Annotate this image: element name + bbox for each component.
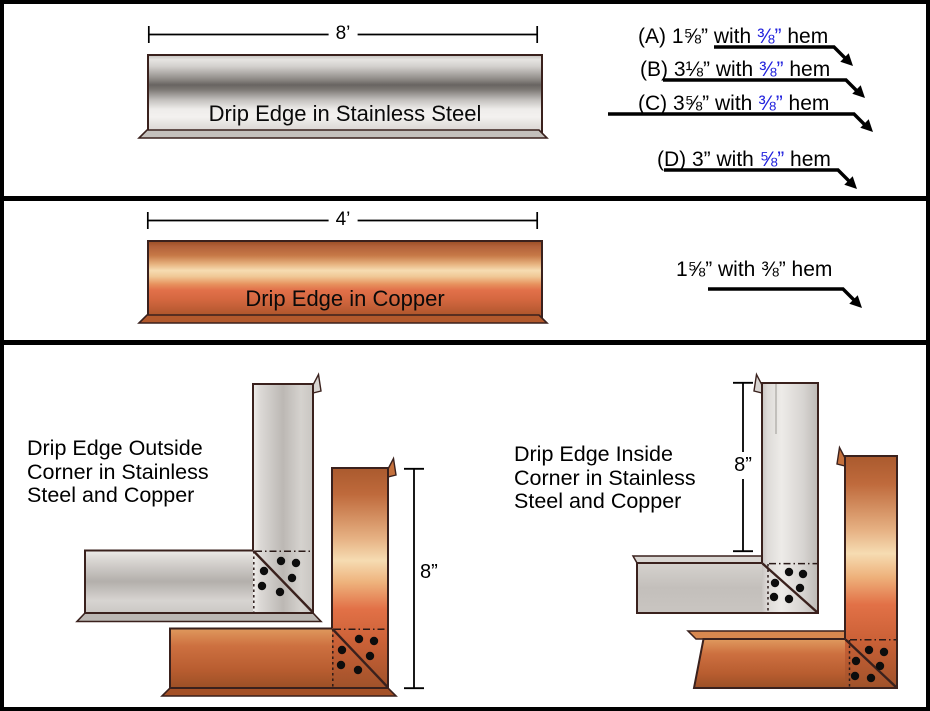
rivet-dots — [257, 556, 301, 597]
option-a-hem-fraction: ⅜” — [757, 25, 782, 48]
caption-line: Drip Edge Inside — [514, 442, 673, 466]
profile-line-b — [663, 78, 865, 98]
profile-line-c — [608, 112, 873, 132]
caption-line: Corner in Stainless — [27, 459, 209, 484]
section-divider-1 — [0, 196, 930, 201]
dimension-line-8in-outside — [404, 467, 424, 690]
option-a-label: (A) 1⅝” with ⅜” hem — [638, 25, 828, 49]
option-d-suffix: hem — [784, 148, 831, 171]
profile-line-a — [714, 45, 853, 66]
outside-corner-caption: Drip Edge Outside Corner in Stainless St… — [27, 436, 209, 508]
steel-bar-label: Drip Edge in Stainless Steel — [208, 101, 482, 126]
profile-line-d — [664, 168, 857, 189]
inside-corner-steel — [631, 372, 819, 614]
copper-bar-hem-lip — [137, 314, 549, 324]
inside-corner-caption: Drip Edge Inside Corner in Stainless Ste… — [514, 442, 696, 514]
rivet-dots — [850, 645, 889, 683]
option-d-size: (D) 3” with — [657, 148, 760, 171]
option-d-hem-fraction: ⅝” — [759, 148, 785, 171]
steel-bar-hem-lip — [137, 129, 549, 139]
dimension-label-4ft: 4’ — [328, 209, 358, 231]
dimension-label-8ft: 8’ — [328, 23, 358, 45]
option-b-suffix: hem — [783, 58, 831, 81]
outside-corner-copper — [160, 456, 398, 697]
option-c-size: (C) 3⅝” with — [638, 92, 759, 115]
option-c-hem-fraction: ⅜” — [758, 92, 783, 115]
profile-line-copper-hem — [708, 287, 862, 308]
rivet-dots — [769, 567, 808, 604]
option-a-size: (A) 1⅝” with — [638, 25, 758, 48]
option-c-suffix: hem — [782, 92, 830, 115]
steel-drip-edge-bar: Drip Edge in Stainless Steel — [147, 54, 543, 134]
caption-line: Drip Edge Outside — [27, 436, 203, 460]
caption-line: Steel and Copper — [514, 489, 682, 513]
option-b-hem-fraction: ⅜” — [759, 58, 784, 81]
option-b-size: (B) 3⅛” with — [640, 58, 760, 81]
option-d-label: (D) 3” with ⅝” hem — [657, 148, 831, 172]
outside-corner-steel — [75, 372, 323, 623]
copper-hem-note: 1⅝” with ⅜” hem — [676, 258, 833, 281]
option-a-suffix: hem — [781, 25, 829, 48]
rivet-dots — [336, 634, 379, 675]
copper-bar-label: Drip Edge in Copper — [245, 286, 445, 311]
option-c-label: (C) 3⅝” with ⅜” hem — [638, 92, 829, 116]
caption-line: Corner in Stainless — [514, 465, 696, 490]
inside-corner-copper — [686, 445, 898, 689]
section-divider-2 — [0, 340, 930, 345]
dimension-label-8in-inside: 8” — [730, 452, 756, 479]
caption-line: Steel and Copper — [27, 483, 195, 507]
dimension-label-8in-outside: 8” — [420, 561, 438, 583]
option-b-label: (B) 3⅛” with ⅜” hem — [640, 58, 830, 82]
